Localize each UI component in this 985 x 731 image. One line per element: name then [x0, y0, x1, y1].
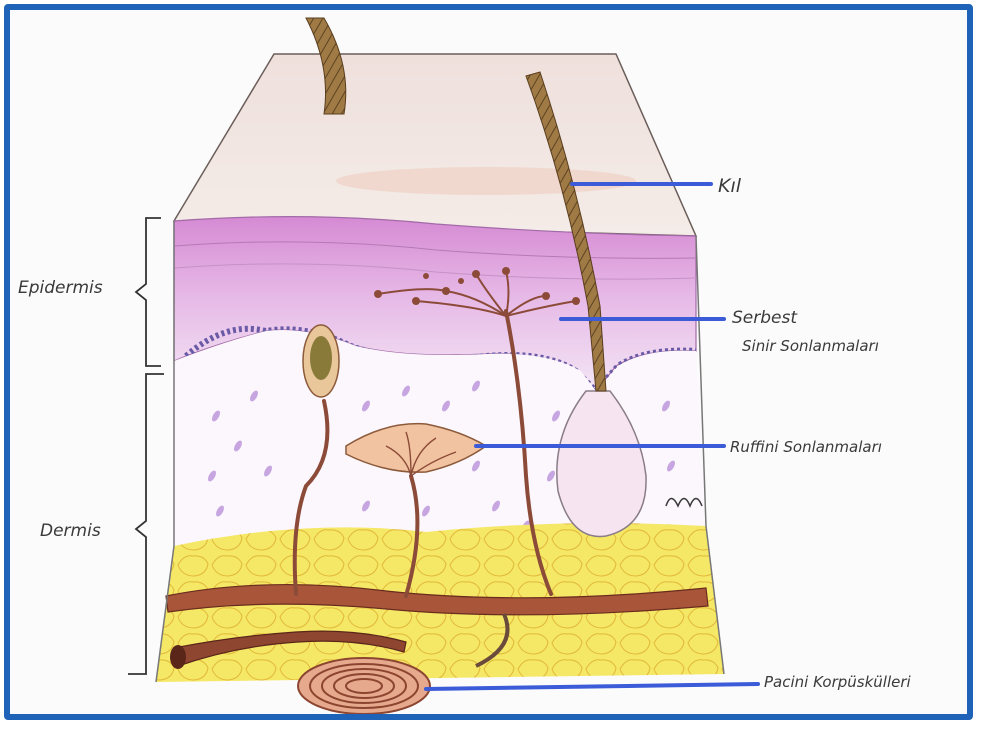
diagram-frame: Kıl Serbest Sinir Sonlanmaları Ruffini S…: [4, 4, 973, 720]
label-hair: Kıl: [718, 175, 742, 197]
pacini-pointer-line: [426, 684, 758, 689]
label-pacini: Pacini Korpüskülleri: [764, 673, 912, 691]
label-dermis: Dermis: [40, 521, 101, 541]
dermis-bracket: [128, 374, 164, 674]
label-epidermis: Epidermis: [18, 278, 103, 298]
label-free-nerve-line2: Sinir Sonlanmaları: [742, 337, 879, 355]
pacinian-corpuscle: [298, 658, 430, 714]
label-ruffini: Ruffini Sonlanmaları: [730, 438, 882, 456]
label-free-nerve-line1: Serbest: [732, 308, 798, 328]
skin-surface: [174, 54, 696, 236]
epidermis-bracket: [136, 218, 161, 366]
skin-diagram: Kıl Serbest Sinir Sonlanmaları Ruffini S…: [10, 10, 973, 720]
